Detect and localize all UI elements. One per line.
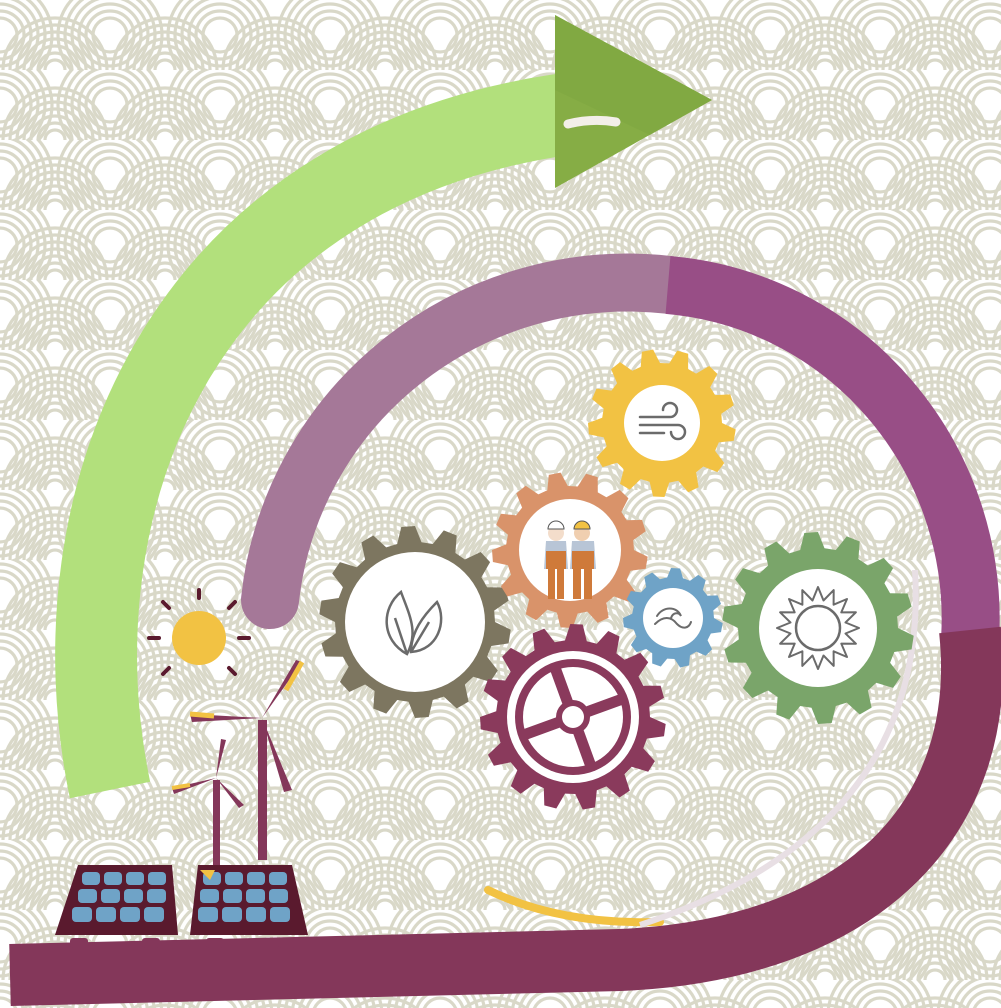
gear-workers [492, 472, 648, 628]
wave-icon [654, 607, 692, 629]
circular-track [9, 253, 1001, 1006]
gear-wheel [480, 624, 666, 810]
gear-leaf [319, 526, 511, 718]
workers-icon [544, 520, 596, 599]
leaf-icon [385, 589, 443, 656]
green-progress-arrow [55, 15, 712, 799]
gears-cluster [319, 349, 914, 810]
solar-panel-icon [55, 865, 308, 948]
gear-water [623, 568, 723, 668]
gear-wind [588, 349, 736, 497]
sun-icon [147, 588, 251, 676]
wind-turbine-icon [171, 660, 305, 865]
sun-outline-icon [776, 586, 860, 670]
wind-icon [638, 401, 687, 441]
